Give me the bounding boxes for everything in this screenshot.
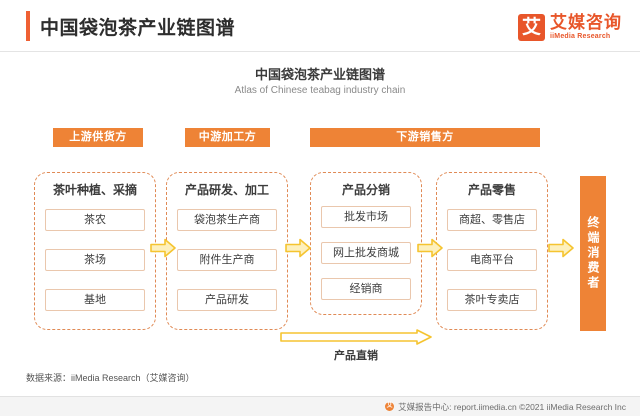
chart-title: 中国袋泡茶产业链图谱 [254,67,385,82]
page-header: 中国袋泡茶产业链图谱 艾 艾媒咨询 iiMedia Research [0,0,640,52]
chain-item: 附件生产商 [177,249,277,271]
chain-item: 电商平台 [447,249,537,271]
flow-arrow-icon [548,238,574,258]
flow-arrow-icon [417,238,443,258]
column-heading: 产品研发、加工 [184,183,269,197]
header-accent-bar [26,11,30,41]
chain-item: 茶场 [45,249,145,271]
end-consumer-node: 终端消费者 [580,176,606,331]
logo-text: 艾媒咨询 iiMedia Research [550,12,622,41]
chain-item: 袋泡茶生产商 [177,209,277,231]
direct-sales-arrow-icon [280,329,432,345]
chain-column-planting: 茶叶种植、采摘 茶农 茶场 基地 [34,172,156,330]
imedia-logo: 艾 艾媒咨询 iiMedia Research [518,12,622,42]
column-heading: 产品分销 [341,183,390,197]
flow-arrow-icon [285,238,311,258]
chain-item: 基地 [45,289,145,311]
stage-banner-downstream: 下游销售方 [310,128,540,147]
chain-item: 茶叶专卖店 [447,289,537,311]
page-title: 中国袋泡茶产业链图谱 [40,18,236,39]
chart-subtitle: Atlas of Chinese teabag industry chain [234,85,406,96]
stage-banner-midstream: 中游加工方 [185,128,270,147]
footer-text: 艾媒报告中心: report.iimedia.cn ©2021 iiMedia … [398,401,626,412]
data-source-note: 数据来源：iiMedia Research（艾媒咨询） [26,373,195,383]
footer-logo-icon: 艾 [385,402,395,411]
chain-item: 茶农 [45,209,145,231]
chain-item: 批发市场 [321,206,411,228]
direct-sales-label: 产品直销 [334,350,378,362]
flow-arrow-icon [150,238,176,258]
footer-bar: 艾 艾媒报告中心: report.iimedia.cn ©2021 iiMedi… [0,396,640,416]
chain-item: 经销商 [321,278,411,300]
logo-name-cn: 艾媒咨询 [550,12,622,32]
header-divider [0,51,640,52]
chain-column-retail: 产品零售 商超、零售店 电商平台 茶叶专卖店 [436,172,548,330]
chain-column-processing: 产品研发、加工 袋泡茶生产商 附件生产商 产品研发 [166,172,288,330]
column-heading: 茶叶种植、采摘 [52,183,137,197]
chain-item: 网上批发商城 [321,242,411,264]
column-heading: 产品零售 [467,183,516,197]
logo-mark-icon: 艾 [518,13,545,41]
end-consumer-label: 终端消费者 [586,216,600,291]
footer-bar-content: 艾 艾媒报告中心: report.iimedia.cn ©2021 iiMedi… [385,397,626,416]
chain-column-distribution: 产品分销 批发市场 网上批发商城 经销商 [310,172,422,315]
chain-item: 产品研发 [177,289,277,311]
chain-item: 商超、零售店 [447,209,537,231]
stage-banner-upstream: 上游供货方 [53,128,143,147]
logo-name-en: iiMedia Research [550,32,611,40]
